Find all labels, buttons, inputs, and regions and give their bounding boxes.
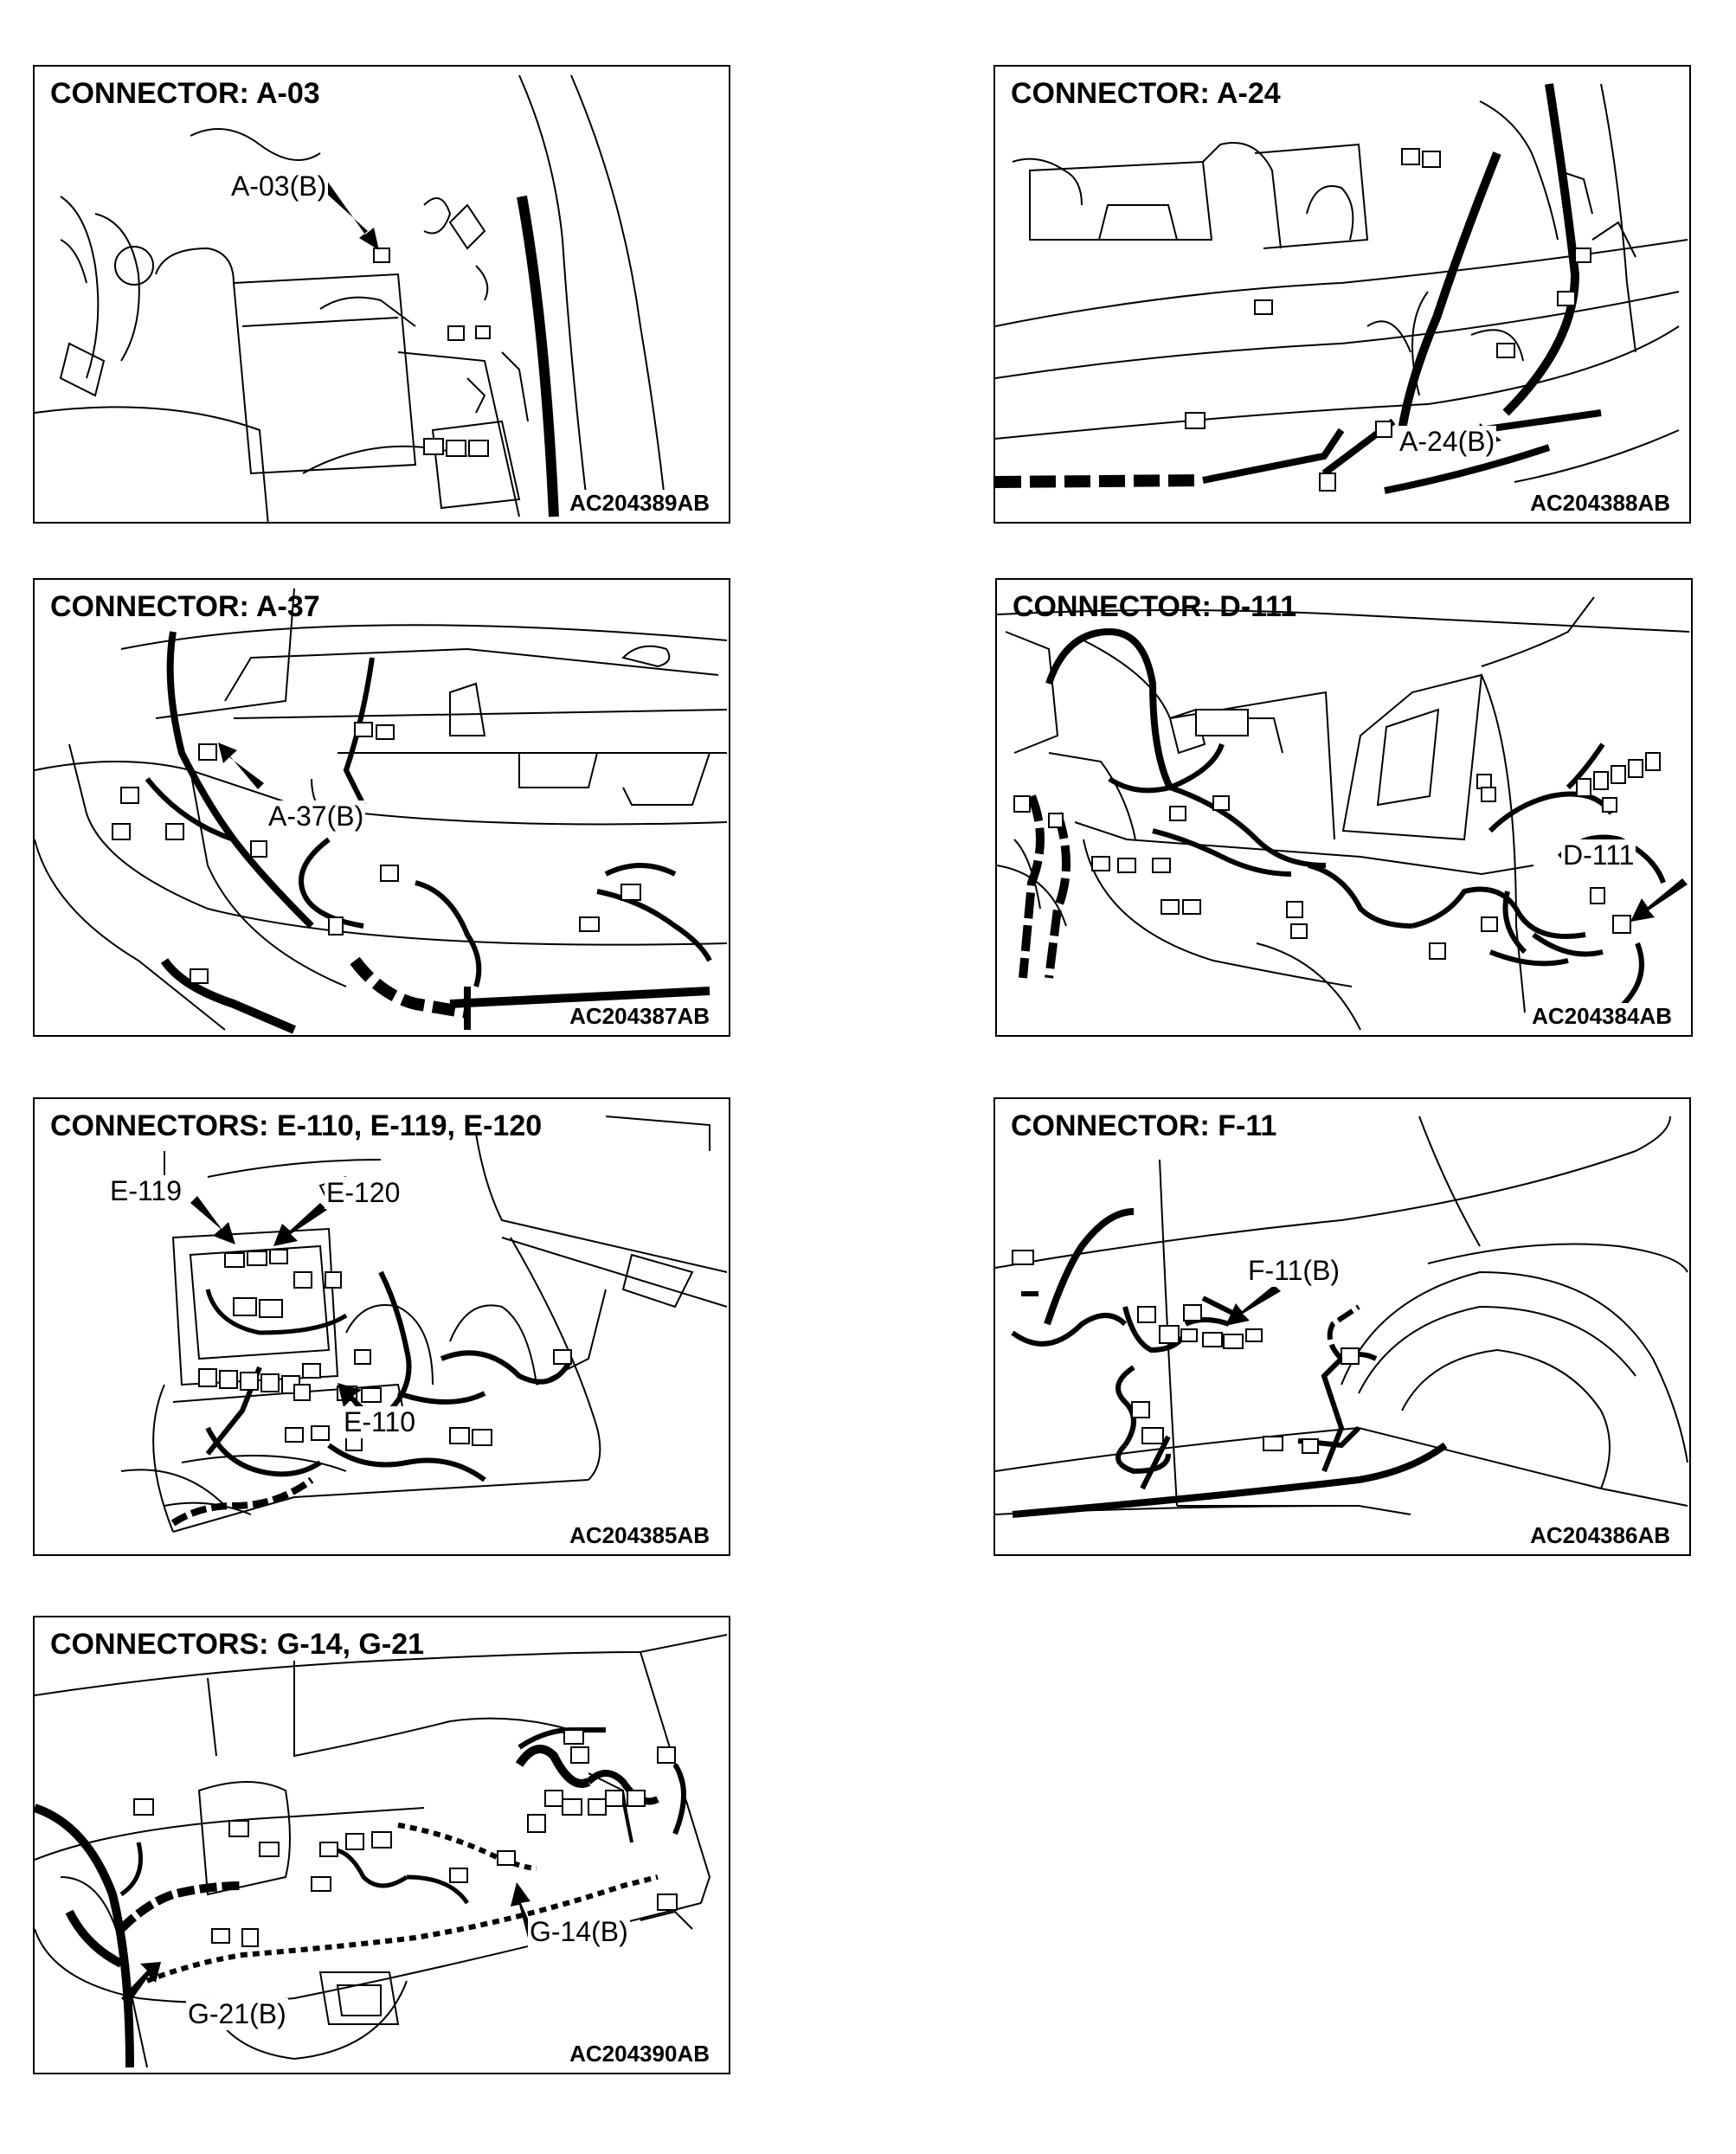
callout-label-a24b: A-24(B) (1398, 426, 1497, 458)
illustration-a37 (35, 588, 728, 1034)
panel-title: CONNECTOR: A-24 (1011, 77, 1281, 110)
callout-label-a03b: A-03(B) (229, 170, 329, 203)
illustration-f11 (995, 1116, 1688, 1518)
callout-label-f11b: F-11(B) (1246, 1255, 1342, 1287)
illustration-a24 (995, 83, 1688, 494)
figure-code: AC204386AB (1527, 1522, 1674, 1549)
panel-a24: CONNECTOR: A-24 A-24(B) AC204388AB (993, 65, 1691, 524)
panel-a37: CONNECTOR: A-37 A-37(B) AC204387AB (33, 578, 730, 1037)
panel-title: CONNECTOR: F-11 (1011, 1109, 1277, 1142)
callout-label-g14b: G-14(B) (528, 1916, 630, 1948)
illustration-a03 (35, 74, 667, 522)
illustration-d111 (997, 596, 1690, 1031)
panel-e110: CONNECTORS: E-110, E-119, E-120 E-119 E-… (33, 1097, 730, 1556)
panel-title: CONNECTOR: A-37 (50, 590, 320, 623)
figure-code: AC204387AB (566, 1003, 713, 1030)
panel-title: CONNECTOR: A-03 (50, 77, 320, 110)
callout-label-e119: E-119 (108, 1175, 184, 1207)
figure-code: AC204385AB (566, 1522, 713, 1549)
illustration-e110 (120, 1116, 728, 1533)
callout-label-d111: D-111 (1561, 839, 1636, 871)
panel-title: CONNECTOR: D-111 (1013, 590, 1297, 623)
figure-code: AC204390AB (566, 2041, 713, 2067)
figure-code: AC204388AB (1527, 490, 1674, 517)
illustration-g14 (35, 1634, 728, 2068)
panel-g14: CONNECTORS: G-14, G-21 G-14(B) G-21(B) A… (33, 1616, 730, 2074)
panel-title: CONNECTORS: E-110, E-119, E-120 (50, 1109, 543, 1142)
callout-label-a37b: A-37(B) (267, 801, 366, 833)
panel-d111: CONNECTOR: D-111 D-111 AC204384AB (995, 578, 1693, 1037)
callout-label-g21b: G-21(B) (186, 1998, 288, 2030)
figure-code: AC204384AB (1528, 1003, 1675, 1030)
callout-label-e110: E-110 (342, 1406, 418, 1438)
panel-f11: CONNECTOR: F-11 F-11(B) AC204386AB (993, 1097, 1691, 1556)
figure-code: AC204389AB (566, 490, 713, 517)
panel-a03: CONNECTOR: A-03 A-03(B) AC204389AB (33, 65, 730, 524)
callout-label-e120: E-120 (325, 1177, 402, 1209)
panel-title: CONNECTORS: G-14, G-21 (50, 1628, 425, 1661)
